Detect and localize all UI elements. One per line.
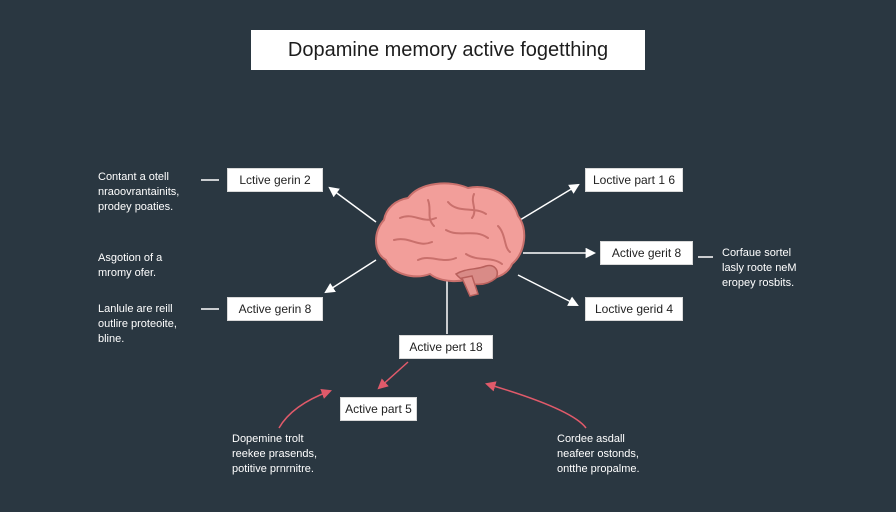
node-right-top: Loctive part 1 6 bbox=[585, 168, 683, 192]
node-left-mid: Active gerin 8 bbox=[227, 297, 323, 321]
note-line: mromy ofer. bbox=[98, 267, 157, 279]
note-line: prodey poaties. bbox=[98, 201, 174, 213]
note-line: lasly roote neM bbox=[722, 262, 797, 274]
node-right-mid: Active gerit 8 bbox=[600, 241, 693, 265]
note-line: neafeer ostonds, bbox=[557, 448, 639, 460]
note-line: Dopemine trolt bbox=[232, 433, 304, 445]
note-line: Contant a otell bbox=[98, 171, 169, 183]
note-line: Lanlule are reill bbox=[98, 303, 173, 315]
note-line: potitive prnrnitre. bbox=[232, 463, 314, 475]
arrow-to-right-low bbox=[517, 274, 579, 306]
note-line: outlire proteoite, bbox=[98, 318, 177, 330]
note-line: nraoovrantainits, bbox=[98, 186, 180, 198]
note-bottom-right: Cordee asdall neafeer ostonds, ontthe pr… bbox=[557, 432, 640, 477]
note-left-2: Asgotion of a mromy ofer. bbox=[98, 251, 162, 281]
note-right-1: Corfaue sortel lasly roote neM eropey ro… bbox=[722, 246, 797, 291]
arrow-to-right-top bbox=[519, 183, 580, 221]
brain-icon bbox=[375, 182, 526, 297]
note-bottom-left: Dopemine trolt reekee prasends, potitive… bbox=[232, 432, 317, 477]
node-left-top: Lctive gerin 2 bbox=[227, 168, 323, 192]
node-bottom: Active part 5 bbox=[340, 397, 417, 421]
note-left-3: Lanlule are reill outlire proteoite, bli… bbox=[98, 302, 177, 347]
node-right-low: Loctive gerid 4 bbox=[585, 297, 683, 321]
note-line: Corfaue sortel bbox=[722, 247, 792, 259]
red-arrow-bottom-right bbox=[484, 381, 587, 429]
note-line: Asgotion of a bbox=[98, 252, 163, 264]
red-arrow-bottom-left bbox=[278, 388, 332, 429]
note-line: reekee prasends, bbox=[232, 448, 317, 460]
note-line: eropey rosbits. bbox=[722, 277, 795, 289]
note-line: bline. bbox=[98, 333, 125, 345]
note-left-1: Contant a otell nraoovrantainits, prodey… bbox=[98, 170, 179, 215]
note-line: ontthe propalme. bbox=[557, 463, 640, 475]
arrow-to-left-top bbox=[328, 186, 377, 223]
diagram-title: Dopamine memory active fogetthing bbox=[251, 30, 645, 70]
red-arrow-center-to-bottom bbox=[377, 361, 409, 390]
arrow-to-left-mid bbox=[324, 259, 377, 294]
note-line: Cordee asdall bbox=[557, 433, 625, 445]
node-center: Active pert 18 bbox=[399, 335, 493, 359]
